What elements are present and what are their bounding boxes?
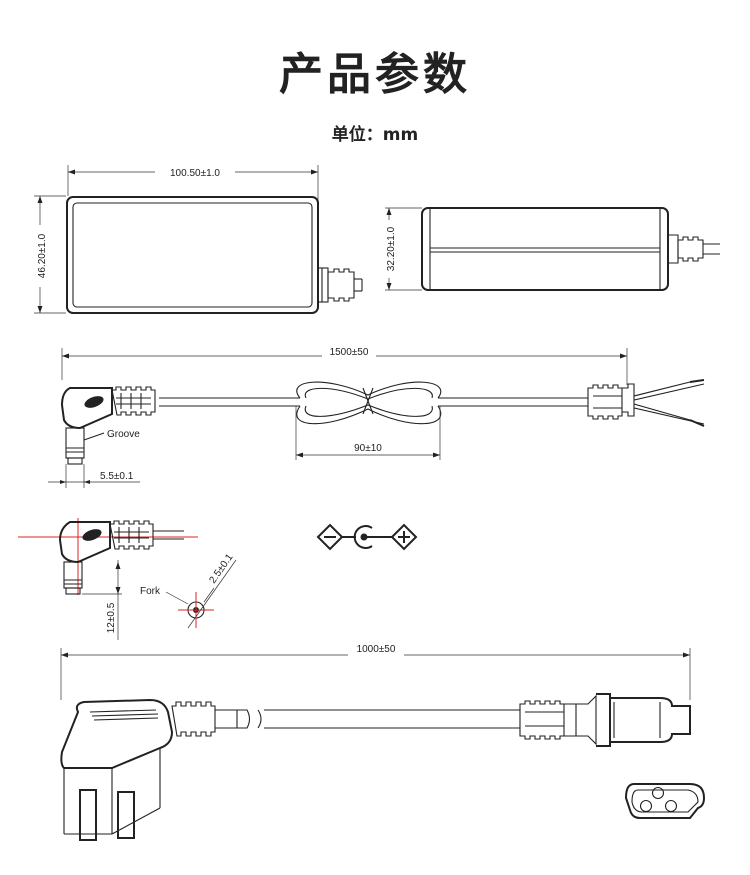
ac-cable-drawing: 1000±50 (60, 643, 706, 841)
fork-label: Fork (140, 586, 161, 597)
dc-plug-detail: 12±0.5 Fork 2.5±0.1 (18, 518, 237, 640)
adapter-side-view: 32.20±1.0 (382, 207, 720, 291)
dim-plug-offset: 12±0.5 (106, 602, 117, 633)
dim-top-height: 46.20±1.0 (37, 233, 48, 278)
dim-dc-cable-length: 1500±50 (330, 347, 369, 358)
dim-top-width: 100.50±1.0 (170, 168, 220, 179)
polarity-symbol (316, 523, 418, 551)
dim-side-height: 32.20±1.0 (386, 226, 397, 271)
page-title: 产品参数 (279, 49, 471, 100)
groove-label: Groove (107, 429, 140, 440)
dim-loop-length: 90±10 (354, 443, 382, 454)
dim-ac-cable-length: 1000±50 (357, 644, 396, 655)
unit-label: 单位：mm (331, 125, 419, 145)
dc-cable-drawing: 1500±50 Groove 5.5±0.1 (48, 345, 705, 488)
dim-plug-length: 5.5±0.1 (100, 471, 134, 482)
adapter-top-view: 100.50±1.0 46.20±1.0 (33, 164, 363, 314)
